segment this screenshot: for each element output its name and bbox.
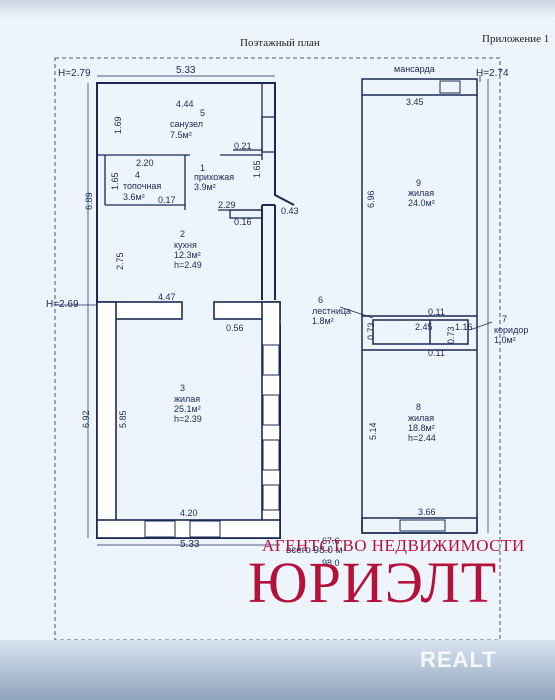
room-1-name: прихожая — [194, 172, 235, 182]
room-3-area: 25.1м² — [174, 404, 201, 414]
document-title: Поэтажный план — [240, 37, 320, 49]
room-2-name: кухня — [174, 240, 197, 250]
dim-0-73-left: 0.73 — [366, 322, 376, 340]
total-overlay-2: 98.0 — [322, 558, 340, 568]
total-area: всего 98.0 м — [286, 545, 343, 556]
dim-0-16: 0.16 — [234, 217, 252, 227]
dim-0-43: 0.43 — [281, 206, 299, 216]
dim-room5-depth: 1.69 — [113, 116, 123, 134]
dim-5-85: 5.85 — [118, 410, 128, 428]
room-3-number: 3 — [180, 383, 186, 393]
dim-0-56: 0.56 — [226, 323, 244, 333]
dim-1-16: 1.16 — [455, 322, 473, 332]
dim-2-29: 2.29 — [218, 200, 236, 210]
room-9-number: 9 — [416, 178, 422, 188]
room-7-area: 1.0м² — [494, 335, 516, 345]
dim-0-17: 0.17 — [158, 195, 176, 205]
room-7-number: 7 — [502, 314, 508, 324]
dim-5-14: 5.14 — [368, 422, 378, 440]
height-top-left: H=2.79 — [58, 68, 91, 79]
agency-name-stamp: ЮРИЭЛТ — [248, 550, 498, 615]
room-8-height: h=2.44 — [408, 433, 436, 443]
room-6-area: 1.8м² — [312, 316, 334, 326]
height-top-right: H=2.74 — [476, 68, 509, 79]
dim-4-20: 4.20 — [180, 508, 198, 518]
room-8-area: 18.8м² — [408, 423, 435, 433]
mansard-label: мансарда — [394, 64, 435, 74]
room3-thick-walls — [96, 301, 281, 539]
dim-bottom-width: 5.33 — [180, 539, 200, 550]
dim-0-11-bottom: 0.11 — [428, 348, 445, 358]
room-8-number: 8 — [416, 402, 422, 412]
dim-3-66: 3.66 — [418, 507, 436, 517]
dim-2-20: 2.20 — [136, 158, 154, 168]
dim-room5-width: 4.44 — [176, 99, 194, 109]
scan-top-edge — [0, 0, 555, 18]
room-8-name: жилая — [408, 413, 435, 423]
ground-floor-partitions — [97, 83, 276, 219]
attic-walls — [361, 78, 478, 534]
dim-1-65-right: 1.65 — [252, 160, 262, 178]
room-9-area: 24.0м² — [408, 198, 435, 208]
room-6-name: лестница — [312, 306, 352, 316]
realt-watermark: REALT — [420, 647, 497, 672]
room-9-name: жилая — [408, 188, 435, 198]
total-overlay-1: 67.6 — [322, 536, 340, 546]
room3-windows — [144, 344, 280, 538]
room-6-number: 6 — [318, 295, 324, 305]
room-5-name: санузел — [170, 119, 203, 129]
dim-0-11-top: 0.11 — [428, 307, 445, 317]
room-2-height: h=2.49 — [174, 260, 202, 270]
height-mid-left: H=2.69 — [46, 299, 79, 310]
dim-0-21: 0.21 — [234, 141, 252, 151]
agency-line-stamp: АГЕНТСТВО НЕДВИЖИМОСТИ — [262, 536, 525, 555]
dim-6-96: 6.96 — [366, 190, 376, 208]
attic-windows — [399, 80, 461, 532]
room-7-name: коридор — [494, 325, 529, 335]
dimension-lines — [55, 75, 489, 546]
dim-2-75: 2.75 — [115, 252, 125, 270]
room-3-name: жилая — [174, 394, 201, 404]
dim-3-45: 3.45 — [406, 97, 424, 107]
room-5-number: 5 — [200, 108, 206, 118]
room-4-number: 4 — [135, 170, 141, 180]
room-2-number: 2 — [180, 229, 186, 239]
room-3-height: h=2.39 — [174, 414, 202, 424]
dim-1-65-left: 1.65 — [110, 172, 120, 190]
dim-2-45: 2.45 — [415, 322, 433, 332]
room-5-area: 7.5м² — [170, 130, 192, 140]
scan-bottom-edge — [0, 640, 555, 700]
appendix-label: Приложение 1 — [482, 33, 550, 45]
room-4-area: 3.6м² — [123, 192, 145, 202]
dim-left-6-92: 6.92 — [81, 410, 91, 428]
dim-left-6-89: 6.89 — [84, 192, 94, 210]
room-1-number: 1 — [200, 163, 206, 173]
dim-top-width: 5.33 — [176, 65, 196, 76]
room-1-area: 3.9м² — [194, 182, 216, 192]
room-2-area: 12.3м² — [174, 250, 201, 260]
dim-4-47: 4.47 — [158, 292, 176, 302]
dim-0-73-right: 0.73 — [446, 326, 456, 344]
room-4-name: топочная — [123, 181, 162, 191]
